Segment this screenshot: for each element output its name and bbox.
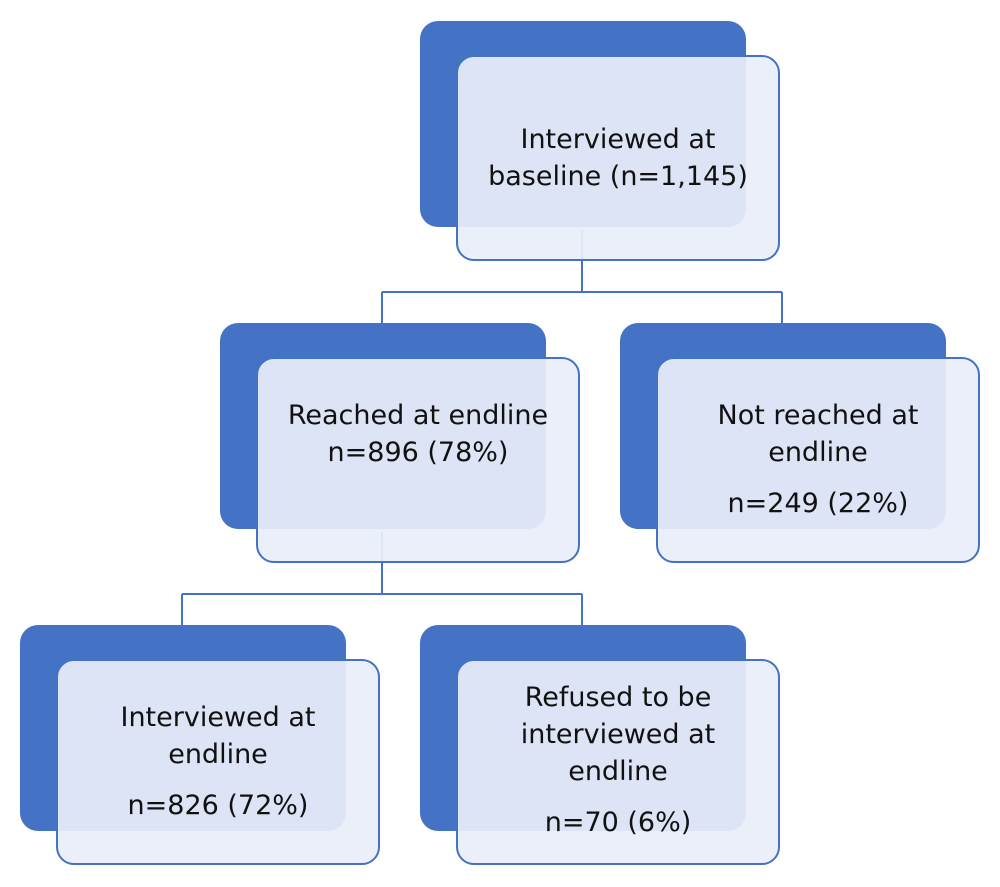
node-count: n=896 (78%) <box>327 437 509 468</box>
node-label-box: Refused to be interviewed at endline n=7… <box>456 659 780 865</box>
node-reached-at-endline: Reached at endline n=896 (78%) <box>220 323 580 563</box>
node-text-line: endline <box>768 437 868 468</box>
node-count: n=826 (72%) <box>127 790 309 821</box>
connector-root-to-level2 <box>381 230 783 323</box>
node-text-line: endline <box>568 756 668 787</box>
node-text-line: endline <box>168 739 268 770</box>
node-label-box: Interviewed at endline n=826 (72%) <box>56 659 380 865</box>
node-interviewed-at-baseline: Interviewed at baseline (n=1,145) <box>420 21 780 261</box>
node-label-box: Not reached at endline n=249 (22%) <box>656 357 980 563</box>
node-text-line: Refused to be <box>524 682 712 713</box>
node-count: n=70 (6%) <box>544 807 692 838</box>
node-text-line: baseline (n=1,145) <box>488 161 748 192</box>
node-text-line: Interviewed at <box>520 124 716 155</box>
node-not-reached-at-endline: Not reached at endline n=249 (22%) <box>620 323 980 563</box>
node-label-box: Interviewed at baseline (n=1,145) <box>456 55 780 261</box>
connector-reached-to-level3 <box>181 532 583 625</box>
node-label-box: Reached at endline n=896 (78%) <box>256 357 580 563</box>
node-text-line: interviewed at <box>520 719 716 750</box>
node-interviewed-at-endline: Interviewed at endline n=826 (72%) <box>20 625 380 865</box>
node-count: n=249 (22%) <box>727 488 909 519</box>
node-refused-interview: Refused to be interviewed at endline n=7… <box>420 625 780 865</box>
node-text-line: Reached at endline <box>287 400 549 431</box>
node-text-line: Not reached at <box>717 400 919 431</box>
node-text-line: Interviewed at <box>120 702 316 733</box>
